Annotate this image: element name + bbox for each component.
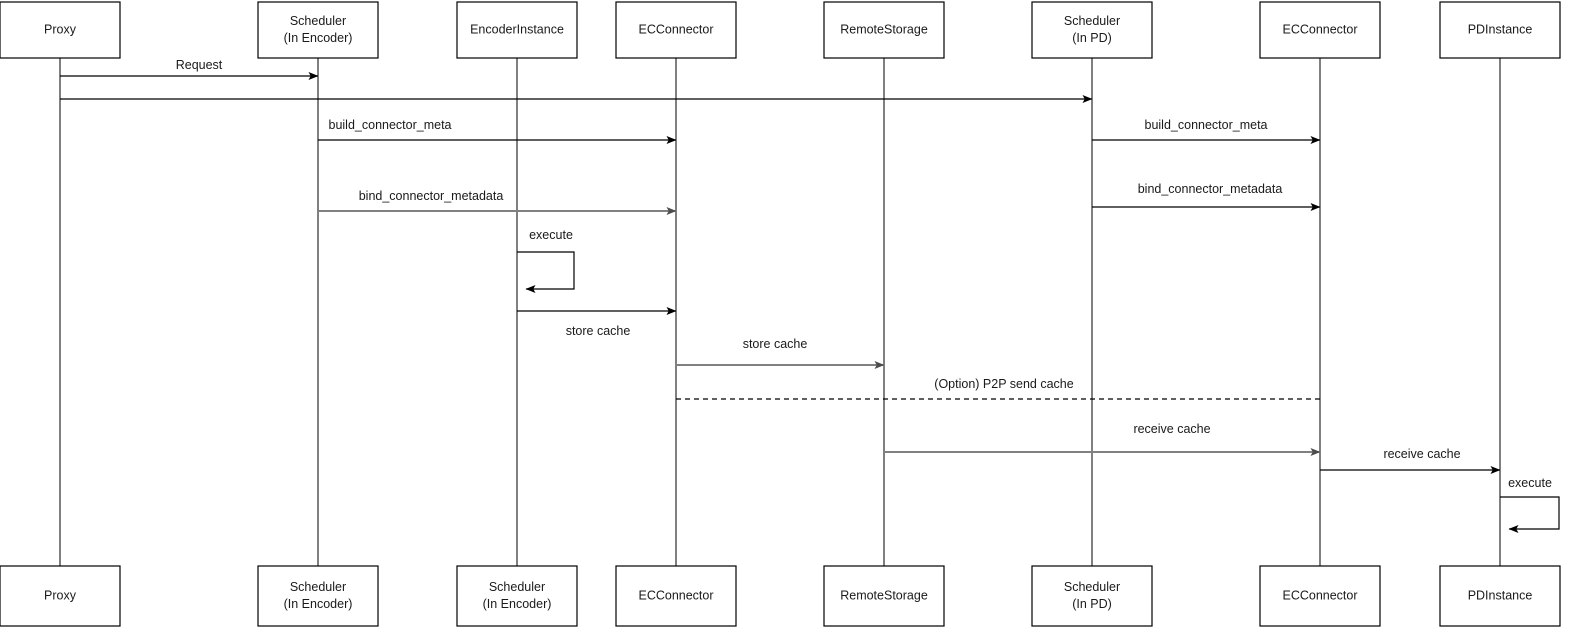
participant-box-top-pd_inst[interactable] — [1439, 1, 1561, 59]
self-call-label-s2: execute — [1508, 476, 1552, 490]
participant-box-bottom-sched_pd[interactable] — [1031, 565, 1153, 627]
message-label-m8: store cache — [742, 337, 808, 351]
message-label-m1: Request — [175, 58, 223, 72]
participant-box-top-remotestore[interactable] — [823, 1, 945, 59]
self-calls-group — [517, 251, 1560, 533]
participant-box-bottom-ecconn_pd[interactable] — [1259, 565, 1381, 627]
participant-box-bottom-encoder_inst[interactable] — [456, 565, 578, 627]
self-call-path-s2[interactable] — [1500, 496, 1560, 533]
participant-box-bottom-pd_inst[interactable] — [1439, 565, 1561, 627]
message-label-m7: store cache — [565, 324, 631, 338]
message-label-m5: bind_connector_metadata — [358, 189, 504, 203]
self-call-label-s1: execute — [529, 228, 573, 242]
participant-label-top-encoder_inst: EncoderInstance — [470, 22, 564, 37]
participant-label-bottom-ecconn_pd: ECConnector — [1282, 588, 1358, 603]
participant-box-top-sched_pd[interactable] — [1031, 1, 1153, 59]
participant-label-bottom-sched_enc: Scheduler (In Encoder) — [283, 580, 353, 611]
participant-box-bottom-remotestore[interactable] — [823, 565, 945, 627]
participant-label-top-proxy: Proxy — [44, 22, 76, 37]
participant-label-bottom-encoder_inst: Scheduler (In Encoder) — [482, 580, 552, 611]
message-label-m4: build_connector_meta — [1144, 118, 1268, 132]
participant-box-bottom-proxy[interactable] — [0, 565, 121, 627]
participant-box-top-sched_enc[interactable] — [257, 1, 379, 59]
participant-box-top-ecconn_pd[interactable] — [1259, 1, 1381, 59]
participant-label-top-ecconn_pd: ECConnector — [1282, 22, 1358, 37]
participant-box-top-ecconn_enc[interactable] — [615, 1, 737, 59]
participant-box-top-proxy[interactable] — [0, 1, 121, 59]
lifelines-group — [59, 58, 1501, 566]
message-label-m9: (Option) P2P send cache — [934, 377, 1074, 391]
participant-label-top-remotestore: RemoteStorage — [840, 22, 928, 37]
message-label-m6: bind_connector_metadata — [1137, 182, 1283, 196]
messages-group — [60, 72, 1501, 474]
participant-box-bottom-ecconn_enc[interactable] — [615, 565, 737, 627]
participant-label-bottom-sched_pd: Scheduler (In PD) — [1063, 580, 1121, 611]
message-label-m11: receive cache — [1383, 447, 1461, 461]
participant-label-top-sched_enc: Scheduler (In Encoder) — [283, 14, 353, 45]
participant-label-bottom-ecconn_enc: ECConnector — [638, 588, 714, 603]
participant-label-top-sched_pd: Scheduler (In PD) — [1063, 14, 1121, 45]
participant-box-bottom-sched_enc[interactable] — [257, 565, 379, 627]
participant-label-bottom-pd_inst: PDInstance — [1467, 588, 1533, 603]
participant-box-top-encoder_inst[interactable] — [456, 1, 578, 59]
participant-label-top-pd_inst: PDInstance — [1467, 22, 1533, 37]
participant-label-top-ecconn_enc: ECConnector — [638, 22, 714, 37]
participant-label-bottom-proxy: Proxy — [44, 588, 76, 603]
self-call-path-s1[interactable] — [517, 251, 575, 293]
participant-label-bottom-remotestore: RemoteStorage — [840, 588, 928, 603]
message-label-m3: build_connector_meta — [328, 118, 452, 132]
message-label-m10: receive cache — [1133, 422, 1211, 436]
participant-boxes-group — [0, 1, 1561, 627]
